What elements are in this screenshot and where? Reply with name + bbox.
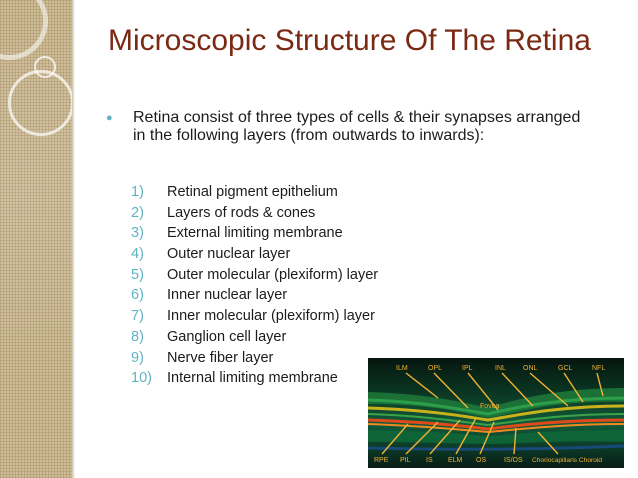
decorative-ring: [8, 70, 74, 136]
oct-label: RPE: [374, 457, 389, 464]
burlap-side-panel: [0, 0, 74, 478]
panel-edge-shadow: [72, 0, 75, 478]
decorative-ring: [34, 56, 56, 78]
oct-label: GCL: [558, 365, 573, 372]
oct-label: NFL: [592, 365, 605, 372]
list-number: 4): [131, 246, 144, 263]
retina-layers-list: 1) Retinal pigment epithelium 2) Layers of…: [131, 182, 378, 389]
list-item: 8) Ganglion cell layer: [131, 327, 378, 348]
oct-label: IS/OS: [504, 457, 523, 464]
oct-label: ILM: [396, 365, 408, 372]
list-item: 9) Nerve fiber layer: [131, 348, 378, 369]
list-text: Inner molecular (plexiform) layer: [167, 308, 375, 325]
list-number: 3): [131, 225, 144, 242]
intro-text: Retina consist of three types of cells &…: [133, 109, 581, 144]
decorative-ring: [0, 0, 48, 60]
list-number: 2): [131, 204, 144, 221]
list-item: 7) Inner molecular (plexiform) layer: [131, 306, 378, 327]
list-text: Outer molecular (plexiform) layer: [167, 266, 379, 283]
oct-label: ELM: [448, 457, 463, 464]
bullet-icon: ●: [106, 112, 113, 124]
list-text: External limiting membrane: [167, 225, 343, 242]
list-number: 9): [131, 349, 144, 366]
list-item: 3) External limiting membrane: [131, 223, 378, 244]
list-item: 5) Outer molecular (plexiform) layer: [131, 265, 378, 286]
list-text: Internal limiting membrane: [167, 370, 338, 387]
list-text: Outer nuclear layer: [167, 246, 291, 263]
list-text: Nerve fiber layer: [167, 349, 274, 366]
intro-bullet: ● Retina consist of three types of cells…: [106, 109, 586, 144]
list-number: 5): [131, 266, 144, 283]
oct-label: OPL: [428, 365, 442, 372]
list-item: 10) Internal limiting membrane: [131, 368, 378, 389]
oct-label: IS: [426, 457, 433, 464]
oct-retina-image: ILM OPL IPL INL ONL GCL NFL Fovea RPE PI…: [368, 358, 624, 468]
slide-title: Microscopic Structure Of The Retina: [108, 24, 591, 57]
list-item: 2) Layers of rods & cones: [131, 203, 378, 224]
oct-label: ONL: [523, 365, 538, 372]
oct-label: Choriocapillaris Choroid: [532, 457, 602, 464]
list-number: 7): [131, 308, 144, 325]
oct-label: INL: [495, 365, 506, 372]
list-text: Retinal pigment epithelium: [167, 184, 338, 200]
list-number: 10): [131, 370, 152, 387]
list-text: Layers of rods & cones: [167, 204, 316, 221]
oct-label: IPL: [462, 365, 473, 372]
oct-label: PIL: [400, 457, 411, 464]
oct-label: OS: [476, 457, 486, 464]
list-item: 1) Retinal pigment epithelium: [131, 182, 378, 203]
list-text: Ganglion cell layer: [167, 328, 287, 345]
list-item: 6) Inner nuclear layer: [131, 285, 378, 306]
oct-label: Fovea: [480, 403, 500, 410]
list-text: Inner nuclear layer: [167, 287, 288, 304]
list-number: 6): [131, 287, 144, 304]
list-number: 8): [131, 328, 144, 345]
list-item: 4) Outer nuclear layer: [131, 244, 378, 265]
list-number: 1): [131, 184, 144, 200]
